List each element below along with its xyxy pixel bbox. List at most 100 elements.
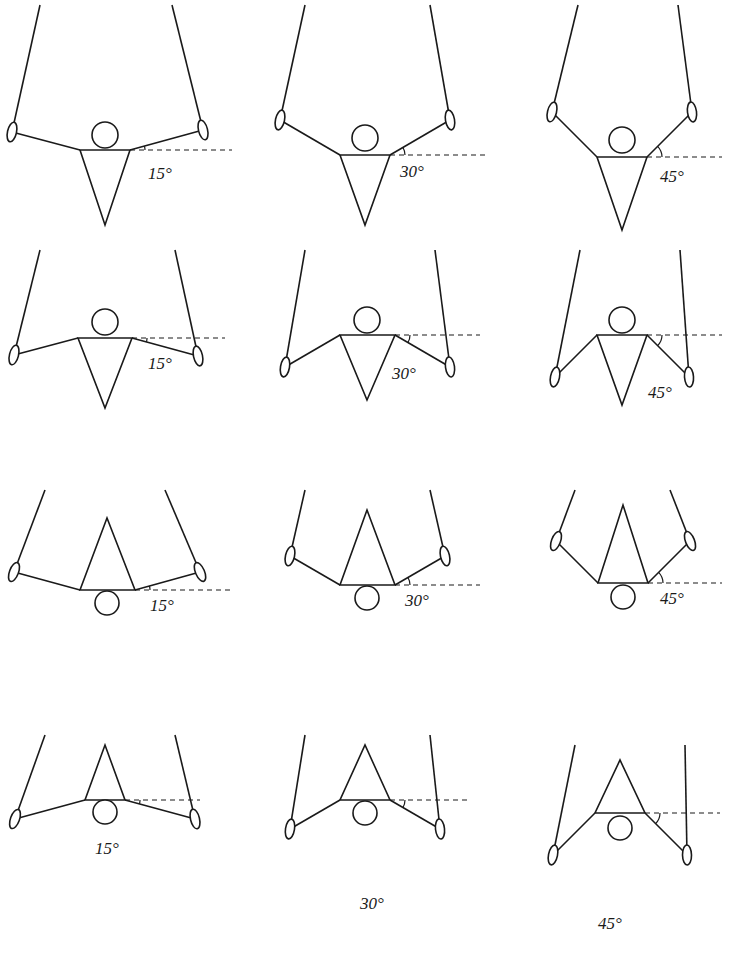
ring — [6, 561, 21, 583]
gymnast-figure — [549, 250, 722, 405]
head — [608, 816, 632, 840]
rope — [685, 745, 687, 855]
angle-arc — [146, 338, 148, 342]
arm — [132, 338, 198, 356]
arm — [285, 335, 340, 367]
angle-label: 15° — [95, 840, 119, 857]
head — [92, 122, 118, 148]
ring — [682, 530, 698, 552]
rope — [552, 5, 578, 112]
gymnast-figure — [548, 490, 722, 609]
gymnast-figure — [7, 735, 201, 830]
ring — [434, 819, 445, 840]
ring — [444, 357, 455, 378]
arm — [556, 541, 598, 583]
rope — [678, 5, 692, 112]
body-triangle — [340, 745, 390, 800]
reference-line — [132, 337, 225, 338]
angle-label: 30° — [405, 592, 429, 609]
body-triangle — [595, 760, 645, 813]
reference-line — [395, 584, 480, 585]
angle-arc — [659, 572, 663, 583]
angle-arc — [403, 147, 405, 155]
reference-line — [645, 812, 720, 813]
arm — [390, 120, 450, 155]
ring — [547, 844, 560, 865]
ring — [548, 530, 563, 552]
angle-label: 15° — [148, 165, 172, 182]
arm — [290, 556, 340, 585]
rope — [15, 735, 45, 819]
ring — [682, 845, 691, 865]
arm — [15, 800, 85, 819]
head — [92, 309, 118, 335]
head — [609, 127, 635, 153]
head — [95, 591, 119, 615]
angle-arc — [144, 146, 146, 150]
ring — [192, 561, 208, 583]
rope — [280, 5, 305, 120]
ring — [684, 367, 694, 388]
arm — [130, 130, 203, 150]
rope — [553, 745, 575, 855]
gymnast-figure — [7, 250, 225, 408]
arm — [647, 335, 689, 377]
rope — [430, 735, 440, 829]
body-triangle — [80, 518, 135, 590]
rope — [680, 250, 689, 377]
rope — [555, 250, 580, 377]
arm — [552, 112, 597, 157]
reference-line — [390, 799, 470, 800]
angle-arc — [408, 335, 410, 343]
arm — [14, 338, 78, 355]
reference-line — [390, 154, 485, 155]
arm — [14, 572, 80, 590]
angle-arc — [408, 577, 410, 585]
arm — [395, 335, 450, 367]
angle-label: 30° — [392, 365, 416, 382]
body-triangle — [597, 157, 647, 230]
body-triangle — [340, 510, 395, 585]
rope — [172, 5, 203, 130]
angle-label: 45° — [648, 384, 672, 401]
ring — [279, 356, 291, 377]
angle-arc — [656, 813, 660, 824]
arm — [395, 556, 445, 585]
rope — [14, 490, 45, 572]
gymnast-figure — [545, 5, 722, 230]
head — [611, 585, 635, 609]
body-triangle — [78, 338, 132, 408]
ring — [188, 808, 201, 830]
body-triangle — [598, 505, 648, 583]
gymnast-figure — [284, 735, 470, 840]
rope — [175, 250, 198, 356]
angle-label: 45° — [660, 168, 684, 185]
ring — [549, 366, 562, 387]
angle-label: 15° — [148, 355, 172, 372]
gymnast-figure — [279, 250, 480, 400]
reference-line — [647, 156, 722, 157]
ring — [5, 121, 18, 142]
ring — [284, 818, 296, 839]
angle-arc — [658, 335, 662, 346]
arm — [125, 800, 195, 819]
arm — [280, 120, 340, 155]
arm — [290, 800, 340, 829]
reference-line — [647, 334, 722, 335]
head — [352, 125, 378, 151]
arm — [647, 112, 692, 157]
angle-arc — [658, 146, 662, 157]
rope — [290, 735, 305, 829]
arm — [135, 572, 200, 590]
reference-line — [648, 582, 722, 583]
arm — [648, 541, 690, 583]
head — [353, 801, 377, 825]
rope — [430, 5, 450, 120]
angle-label: 15° — [150, 597, 174, 614]
body-triangle — [80, 150, 130, 225]
angle-label: 45° — [660, 590, 684, 607]
arm — [390, 800, 440, 829]
reference-line — [125, 799, 200, 800]
rope — [285, 250, 305, 367]
